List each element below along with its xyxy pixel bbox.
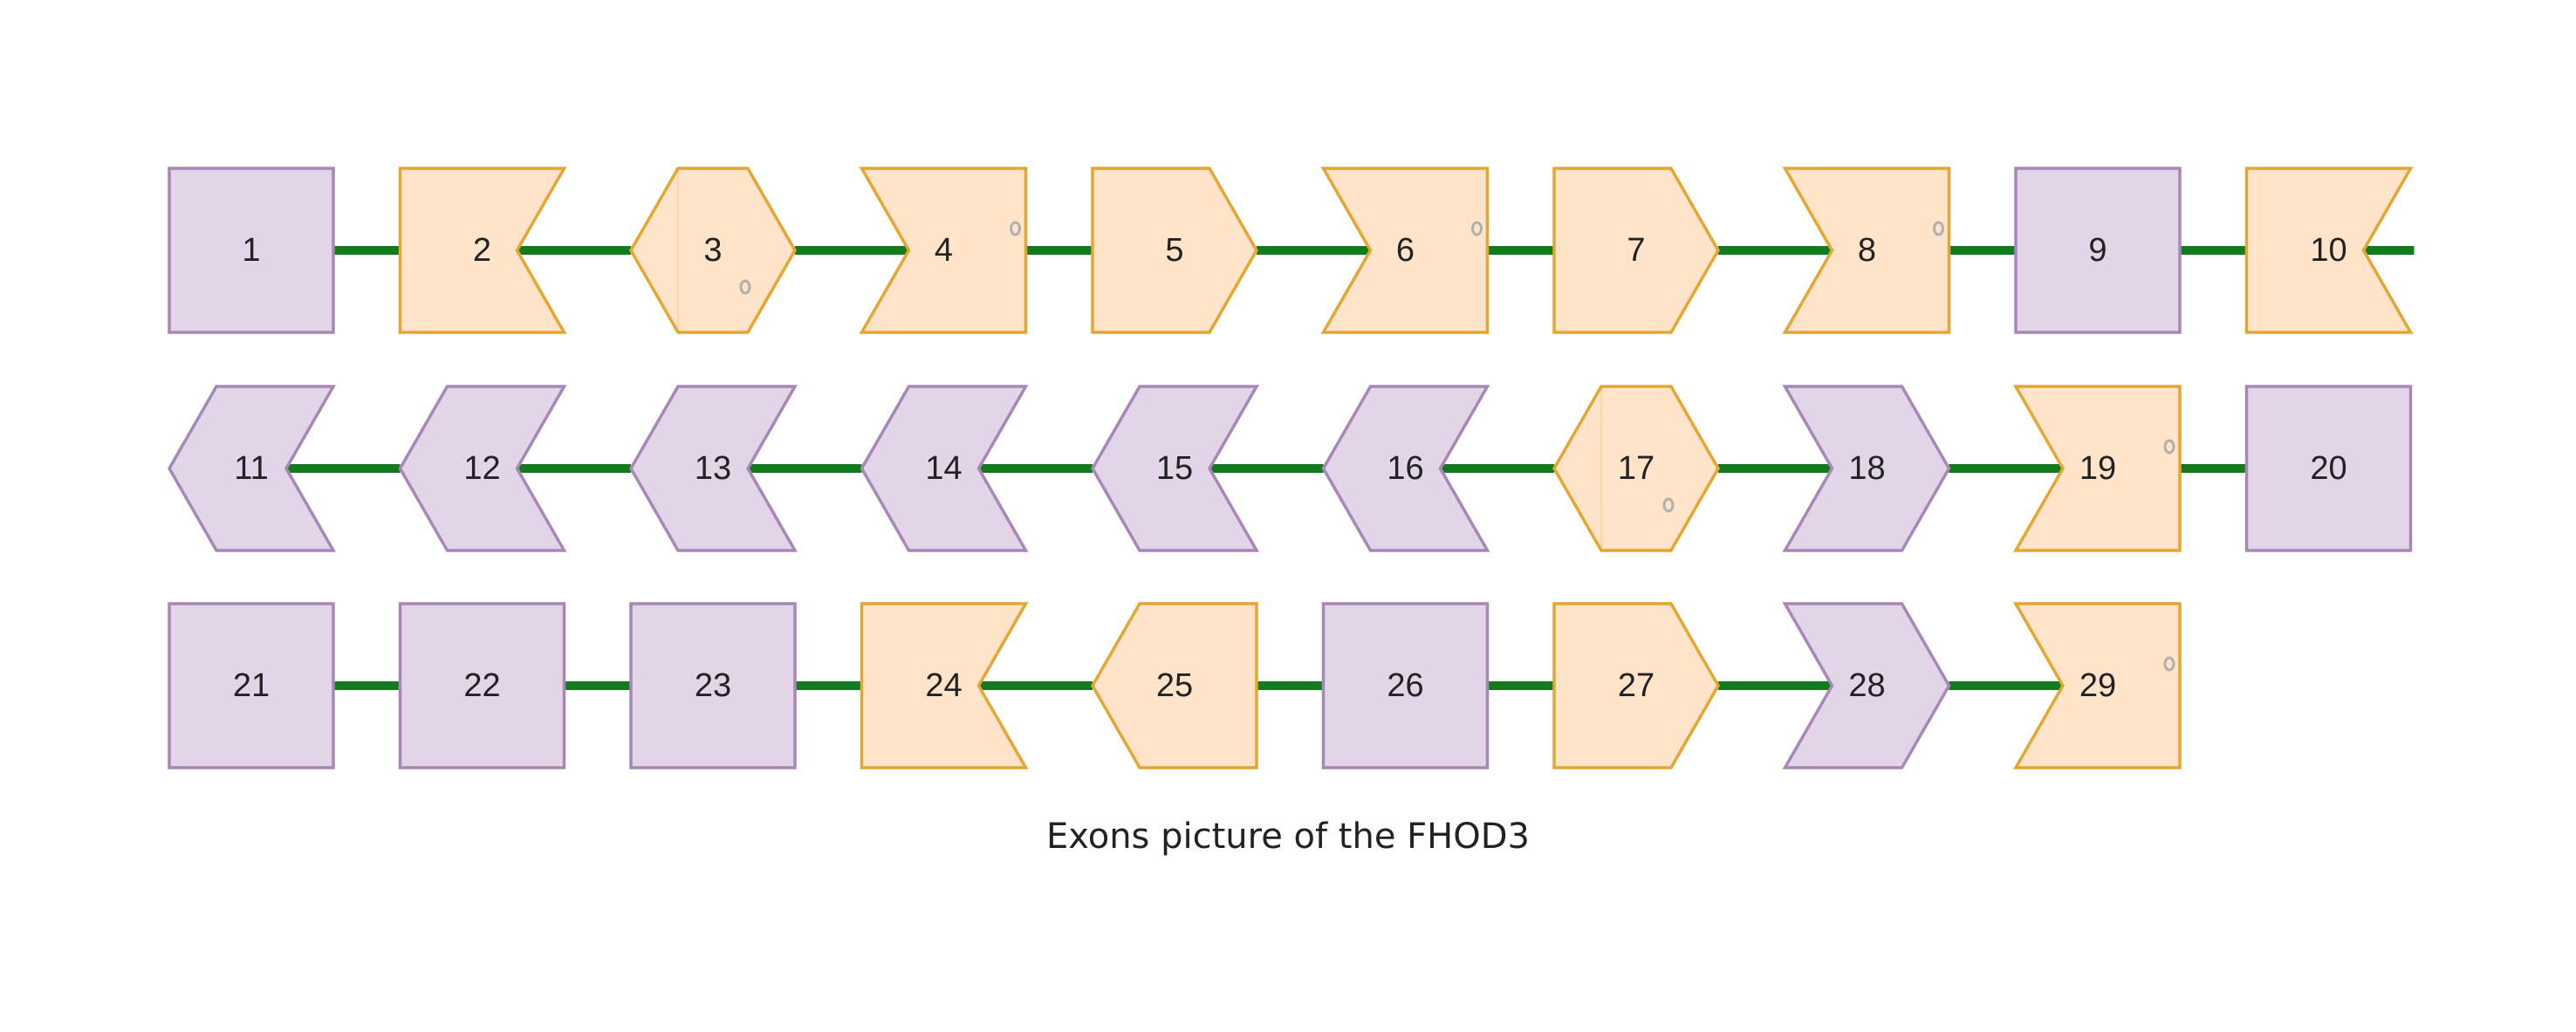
exon-shape: [1320, 167, 1490, 334]
exon-10: 10: [2244, 167, 2414, 334]
exon-22: 22: [398, 602, 566, 769]
exon-shape: [2012, 602, 2182, 769]
exon-6: 6: [1320, 167, 1490, 334]
exon-label: 21: [233, 667, 270, 704]
exon-shape: [2244, 385, 2413, 552]
exon-marker-icon: [2163, 656, 2175, 672]
exon-20: 20: [2244, 385, 2413, 552]
exon-label: 16: [1387, 450, 1423, 487]
exon-marker-icon: [1471, 221, 1483, 236]
exon-18: 18: [1782, 385, 1951, 552]
exon-label: 9: [2088, 232, 2107, 269]
diagram-caption: Exons picture of the FHOD3: [1046, 817, 1530, 857]
exon-label: 12: [463, 450, 500, 487]
exon-marker-icon: [1933, 221, 1944, 236]
exon-marker-icon: [1010, 221, 1021, 236]
exon-23: 23: [629, 602, 797, 769]
exon-26: 26: [1321, 602, 1490, 769]
exon-shape: [1321, 385, 1490, 552]
exon-shape: [628, 167, 798, 334]
exon-shape: [168, 602, 335, 769]
exon-shape: [167, 385, 337, 552]
exon-4: 4: [859, 167, 1028, 334]
exon-label: 5: [1165, 232, 1183, 269]
exon-28: 28: [1782, 602, 1951, 769]
exon-label: 6: [1396, 232, 1415, 269]
connector-layer: [286, 246, 2415, 690]
exon-5: 5: [1091, 167, 1259, 334]
exon-shape: [1552, 602, 1721, 769]
exon-shape: [1782, 385, 1951, 552]
exon-shape: [1321, 602, 1490, 769]
exon-27: 27: [1552, 602, 1721, 769]
exon-14: 14: [860, 385, 1029, 552]
exon-marker-icon: [1662, 497, 1675, 513]
exon-13: 13: [628, 385, 798, 552]
exon-shape: [1091, 167, 1259, 334]
exon-label: 29: [2079, 667, 2116, 704]
exon-shape: [398, 602, 566, 769]
exon-shape: [2244, 167, 2414, 334]
exon-label: 15: [1156, 450, 1193, 487]
exon-label: 24: [925, 667, 962, 704]
exon-shape: [629, 602, 797, 769]
exon-11: 11: [167, 385, 337, 552]
exon-shape: [1782, 167, 1951, 334]
exon-25: 25: [1090, 602, 1258, 769]
exon-21: 21: [168, 602, 335, 769]
exon-shape: [168, 167, 335, 334]
exon-marker-icon: [2163, 439, 2175, 454]
exon-label: 22: [463, 667, 500, 704]
exon-label: 10: [2310, 232, 2346, 269]
exon-label: 25: [1156, 667, 1193, 704]
exon-19: 19: [2012, 385, 2182, 552]
exon-29: 29: [2012, 602, 2182, 769]
exon-label: 18: [1848, 450, 1885, 487]
exon-24: 24: [860, 602, 1029, 769]
exon-9: 9: [2014, 167, 2182, 334]
exon-17: 17: [1552, 385, 1721, 552]
exon-label: 26: [1387, 667, 1423, 704]
exon-2: 2: [398, 167, 567, 334]
exon-label: 13: [695, 450, 731, 487]
exon-7: 7: [1552, 167, 1721, 334]
exon-shape: [859, 167, 1028, 334]
exon-shape: [2012, 385, 2182, 552]
exon-shape: [628, 385, 798, 552]
exon-label: 1: [242, 232, 260, 269]
exon-shape: [1552, 167, 1721, 334]
exon-label: 11: [234, 450, 268, 487]
exon-1: 1: [168, 167, 335, 334]
exon-shape: [2014, 167, 2182, 334]
exon-label: 27: [1618, 667, 1655, 704]
exon-15: 15: [1090, 385, 1260, 552]
exon-shape: [398, 167, 567, 334]
exon-16: 16: [1321, 385, 1490, 552]
exon-12: 12: [398, 385, 567, 552]
exon-3: 3: [628, 167, 798, 334]
exon-shape: [860, 602, 1029, 769]
exon-label: 20: [2310, 450, 2346, 487]
exon-marker-icon: [739, 279, 751, 295]
exon-shape: [1552, 385, 1721, 552]
exon-shape: [1782, 602, 1951, 769]
exon-label: 4: [935, 232, 953, 269]
exon-label: 23: [695, 667, 731, 704]
exon-shape: [860, 385, 1029, 552]
exon-shape: [1090, 602, 1258, 769]
exon-label: 28: [1848, 667, 1885, 704]
exon-shape: [1090, 385, 1260, 552]
exon-label: 7: [1627, 232, 1645, 269]
exon-shape: [398, 385, 567, 552]
exon-label: 8: [1858, 232, 1876, 269]
exon-label: 19: [2079, 450, 2116, 487]
exon-8: 8: [1782, 167, 1951, 334]
exon-label: 2: [473, 232, 491, 269]
exon-label: 14: [925, 450, 962, 487]
exon-label: 17: [1618, 450, 1655, 487]
exon-label: 3: [703, 232, 722, 269]
